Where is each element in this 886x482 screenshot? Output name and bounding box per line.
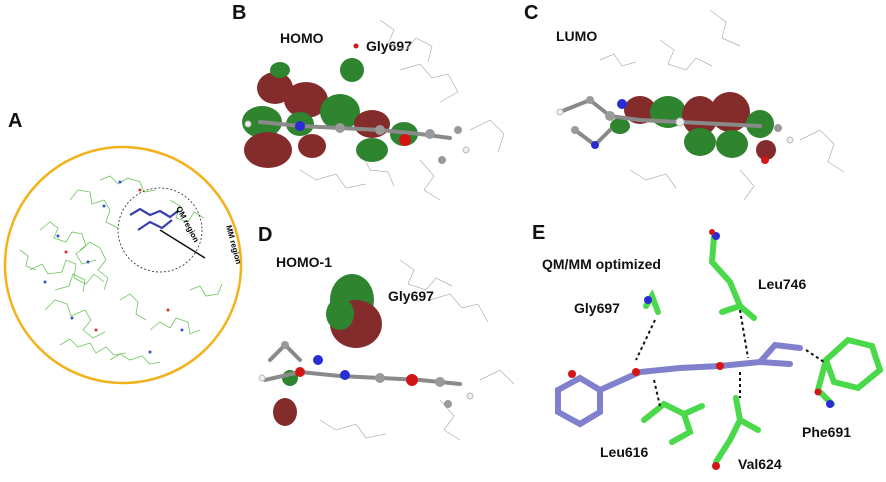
residue-label-leu616: Leu616 — [600, 444, 649, 460]
val624-sticks — [713, 395, 761, 465]
panel-b-background-residues — [299, 19, 505, 201]
protein-atoms — [43, 180, 184, 354]
panel-e-title: QM/MM optimized — [542, 256, 661, 272]
panel-b-molecule — [258, 120, 452, 140]
panel-a: A — [0, 110, 250, 380]
panel-c-letter: C — [524, 2, 539, 24]
ligand-sticks — [555, 341, 803, 428]
mm-radius-line — [159, 229, 206, 259]
residue-label-val624: Val624 — [738, 456, 782, 472]
protein-wireframe — [19, 175, 223, 365]
leu616-sticks — [641, 400, 705, 445]
panel-d-letter: D — [258, 224, 273, 246]
leu746-sticks — [708, 233, 757, 321]
panel-a-letter: A — [8, 110, 23, 132]
qm-ligand — [129, 207, 179, 231]
residue-label-leu746: Leu746 — [758, 276, 807, 292]
panel-c-atoms — [556, 96, 794, 164]
panel-c-background-residues — [599, 9, 845, 201]
panel-b-atoms — [244, 43, 470, 164]
panel-e-letter: E — [532, 222, 546, 244]
residue-label-gly697: Gly697 — [574, 300, 620, 316]
panel-e-atoms — [568, 229, 834, 470]
residue-label-phe691: Phe691 — [802, 424, 852, 440]
panel-b-letter: B — [232, 2, 247, 24]
panel-d-background-residues — [319, 259, 515, 441]
panel-b-orbital-label: HOMO — [280, 30, 324, 46]
mm-region-boundary — [3, 145, 243, 385]
homo-lobes — [242, 58, 418, 168]
phe691-sticks — [814, 336, 884, 407]
panel-b-residue-label: Gly697 — [366, 38, 412, 54]
interaction-lines — [635, 309, 825, 407]
qm-region-boundary — [117, 187, 203, 273]
panel-c-orbital-label: LUMO — [556, 28, 598, 44]
panel-d-atoms — [258, 341, 474, 408]
panel-d-residue-label: Gly697 — [388, 288, 434, 304]
panel-d-orbital-label: HOMO-1 — [276, 254, 332, 270]
